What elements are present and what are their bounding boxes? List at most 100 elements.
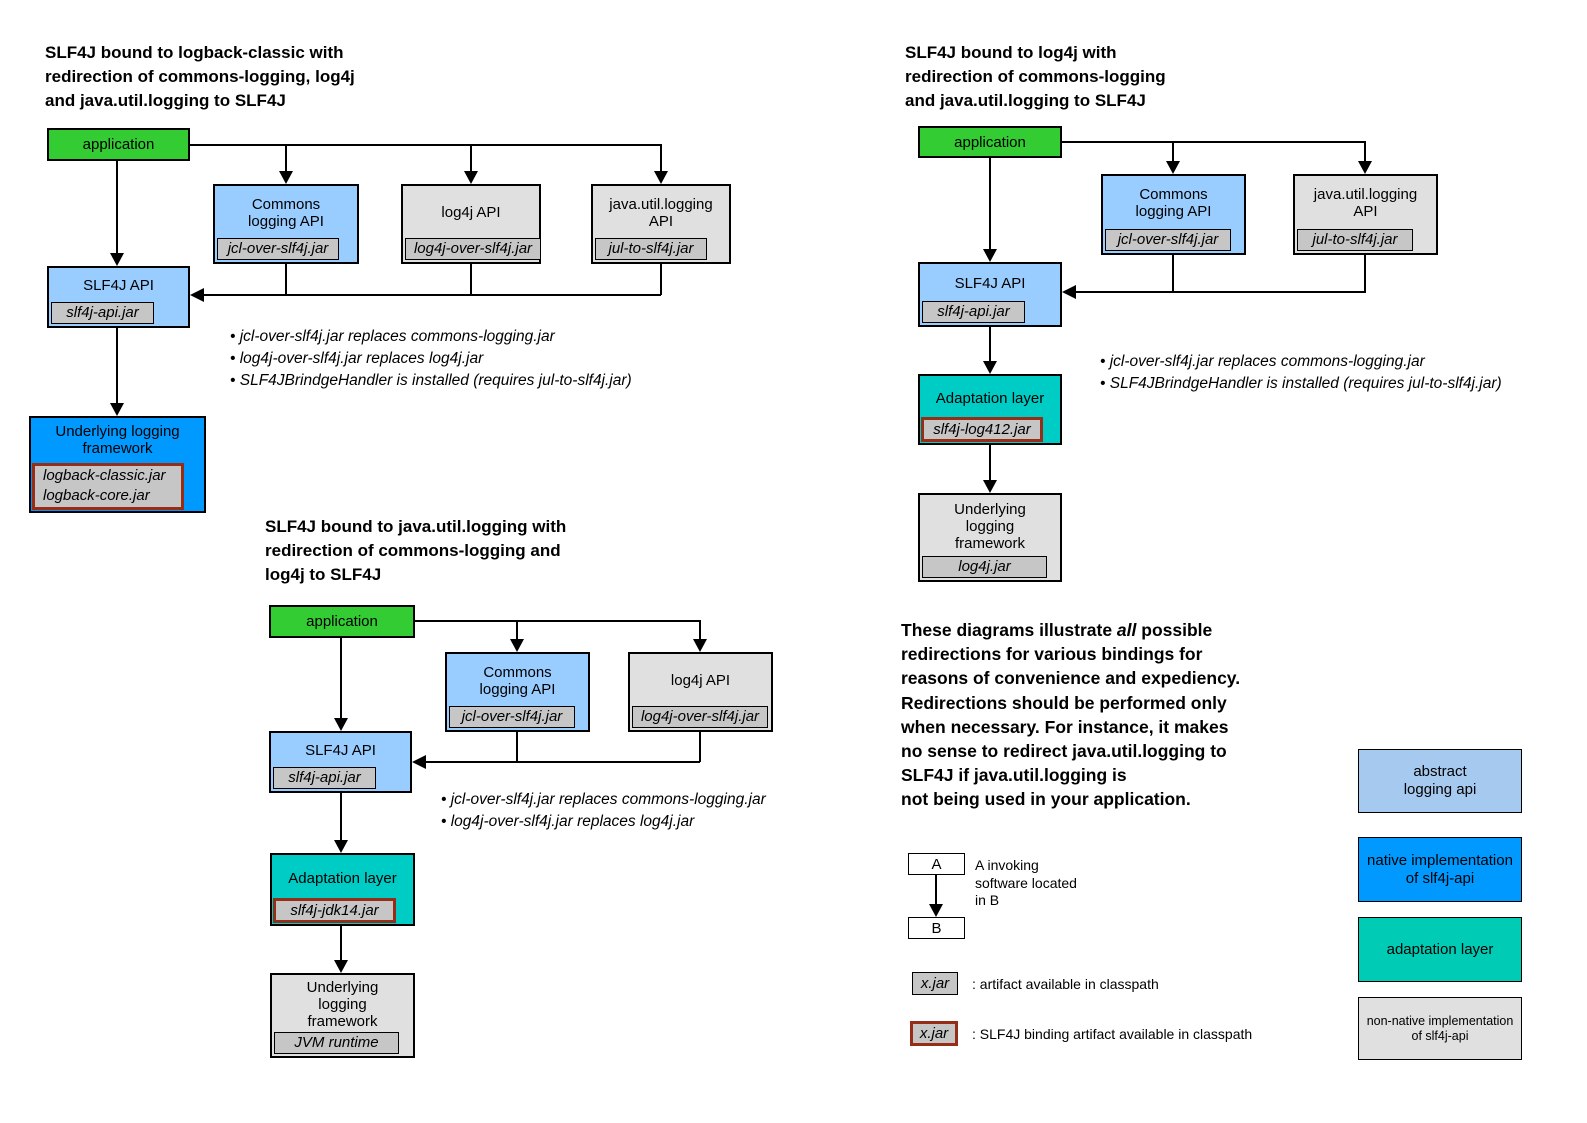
jar-tag: jul-to-slf4j.jar (1297, 229, 1413, 251)
jar-tag: slf4j-api.jar (273, 767, 376, 789)
jar-tag: log4j.jar (922, 556, 1047, 578)
node-label: SLF4J API (305, 742, 376, 759)
bullet-item: • jcl-over-slf4j.jar replaces commons-lo… (1100, 353, 1425, 370)
legend-a-label: A (931, 855, 942, 873)
connector-line (699, 732, 701, 762)
note-text-part: possible (1136, 620, 1213, 640)
connector-line (415, 620, 701, 622)
node-label: java.util.logging API (1313, 186, 1418, 220)
connector-line (699, 620, 701, 639)
connector-line (116, 161, 118, 254)
diagram2-bullets: • jcl-over-slf4j.jar replaces commons-lo… (1100, 351, 1502, 395)
arrowhead-left-icon (412, 755, 426, 769)
node-label: Commons logging API (479, 663, 556, 698)
connector-line (989, 327, 991, 361)
diagram1-title: SLF4J bound to logback-classic with redi… (45, 43, 355, 110)
diagram1-log4j-api-box: log4j API log4j-over-slf4j.jar (401, 184, 541, 264)
connector-line (1364, 141, 1366, 162)
arrowhead-down-icon (1166, 161, 1180, 174)
connector-line (470, 144, 472, 172)
node-label: Commons logging API (1135, 186, 1212, 220)
arrowhead-down-icon (983, 249, 997, 262)
arrowhead-down-icon (1358, 161, 1372, 174)
node-label: log4j API (670, 672, 731, 689)
node-label: java.util.logging API (609, 195, 713, 230)
arrowhead-down-icon (334, 718, 348, 731)
note-text: These diagrams illustrate all possible r… (901, 618, 1361, 812)
bullet-item: • jcl-over-slf4j.jar replaces commons-lo… (230, 328, 555, 345)
legend-binding-caption: : SLF4J binding artifact available in cl… (972, 1026, 1253, 1042)
arrowhead-down-icon (464, 171, 478, 184)
note-lines: redirections for various bindings for re… (901, 644, 1241, 810)
diagram2-slf4j-api-box: SLF4J API slf4j-api.jar (918, 262, 1062, 327)
connector-line (340, 926, 342, 960)
note-text-emphasis: all (1116, 620, 1137, 640)
diagram1-slf4j-api-box: SLF4J API slf4j-api.jar (47, 266, 190, 328)
diagram1-application-box: application (47, 128, 190, 161)
arrowhead-down-icon (510, 639, 524, 652)
connector-line (989, 158, 991, 249)
diagram1-commons-logging-api-box: Commons logging API jcl-over-slf4j.jar (213, 184, 359, 264)
node-label: Underlying logging framework (55, 423, 180, 457)
binding-jar-tag: logback-classic.jar logback-core.jar (32, 463, 184, 510)
connector-line (340, 793, 342, 840)
arrowhead-down-icon (279, 171, 293, 184)
legend-binding-tag: x.jar (910, 1021, 958, 1046)
diagram2-underlying-framework-box: Underlying logging framework log4j.jar (918, 493, 1062, 582)
arrowhead-down-icon (334, 840, 348, 853)
jar-tag: jcl-over-slf4j.jar (1105, 229, 1231, 251)
connector-line (190, 144, 662, 146)
bullet-item: • log4j-over-slf4j.jar replaces log4j.ja… (230, 350, 484, 367)
connector-line (1172, 255, 1174, 292)
note-text-part: These diagrams illustrate (901, 620, 1117, 640)
diagram2-commons-logging-api-box: Commons logging API jcl-over-slf4j.jar (1101, 174, 1246, 255)
connector-line (660, 264, 662, 295)
connector-line (516, 732, 518, 762)
arrowhead-down-icon (334, 960, 348, 973)
legend-abstract-logging-api: abstract logging api (1358, 749, 1522, 813)
jar-tag: JVM runtime (274, 1032, 399, 1054)
connector-line (285, 144, 287, 172)
diagram3-bullets: • jcl-over-slf4j.jar replaces commons-lo… (441, 789, 766, 833)
node-label: application (306, 613, 378, 630)
node-label: Underlying logging framework (306, 978, 379, 1030)
diagram2-adaptation-layer-box: Adaptation layer slf4j-log412.jar (918, 374, 1062, 445)
legend-artifact-tag: x.jar (912, 972, 958, 995)
node-label: SLF4J API (954, 274, 1026, 292)
diagram3-application-box: application (269, 605, 415, 638)
arrowhead-down-icon (654, 171, 668, 184)
connector-line (989, 445, 991, 480)
node-label: Adaptation layer (288, 869, 397, 887)
node-label: Commons logging API (248, 195, 324, 230)
connector-line (660, 144, 662, 172)
legend-native-implementation: native implementation of slf4j-api (1358, 837, 1522, 902)
bullet-item: • SLF4JBrindgeHandler is installed (requ… (1100, 375, 1502, 392)
legend-a-box: A (908, 853, 965, 875)
diagram2-title: SLF4J bound to log4j with redirection of… (905, 43, 1166, 110)
legend-artifact-caption: : artifact available in classpath (972, 976, 1159, 992)
node-label: SLF4J API (83, 277, 154, 294)
arrowhead-left-icon (190, 288, 204, 302)
connector-line (1076, 291, 1366, 293)
bullet-item: • SLF4JBrindgeHandler is installed (requ… (230, 372, 632, 389)
diagram1-bullets: • jcl-over-slf4j.jar replaces commons-lo… (230, 326, 632, 392)
diagram3-adaptation-layer-box: Adaptation layer slf4j-jdk14.jar (270, 853, 415, 926)
binding-jar-tag: slf4j-log412.jar (921, 417, 1043, 442)
connector-line (1172, 141, 1174, 162)
arrowhead-down-icon (929, 904, 943, 917)
jar-tag: log4j-over-slf4j.jar (405, 238, 541, 260)
note-line: These diagrams illustrate all possible (901, 618, 1361, 642)
bullet-item: • jcl-over-slf4j.jar replaces commons-lo… (441, 791, 766, 808)
jar-tag: jul-to-slf4j.jar (595, 238, 707, 260)
diagram2-jul-api-box: java.util.logging API jul-to-slf4j.jar (1293, 174, 1438, 255)
jar-tag: jcl-over-slf4j.jar (449, 706, 575, 728)
jar-tag: jcl-over-slf4j.jar (217, 238, 339, 260)
connector-line (285, 264, 287, 295)
connector-line (340, 638, 342, 718)
arrowhead-down-icon (110, 403, 124, 416)
connector-line (1062, 141, 1366, 143)
bullet-item: • log4j-over-slf4j.jar replaces log4j.ja… (441, 813, 695, 830)
node-label: Adaptation layer (935, 389, 1045, 407)
diagram2-application-box: application (918, 126, 1062, 158)
